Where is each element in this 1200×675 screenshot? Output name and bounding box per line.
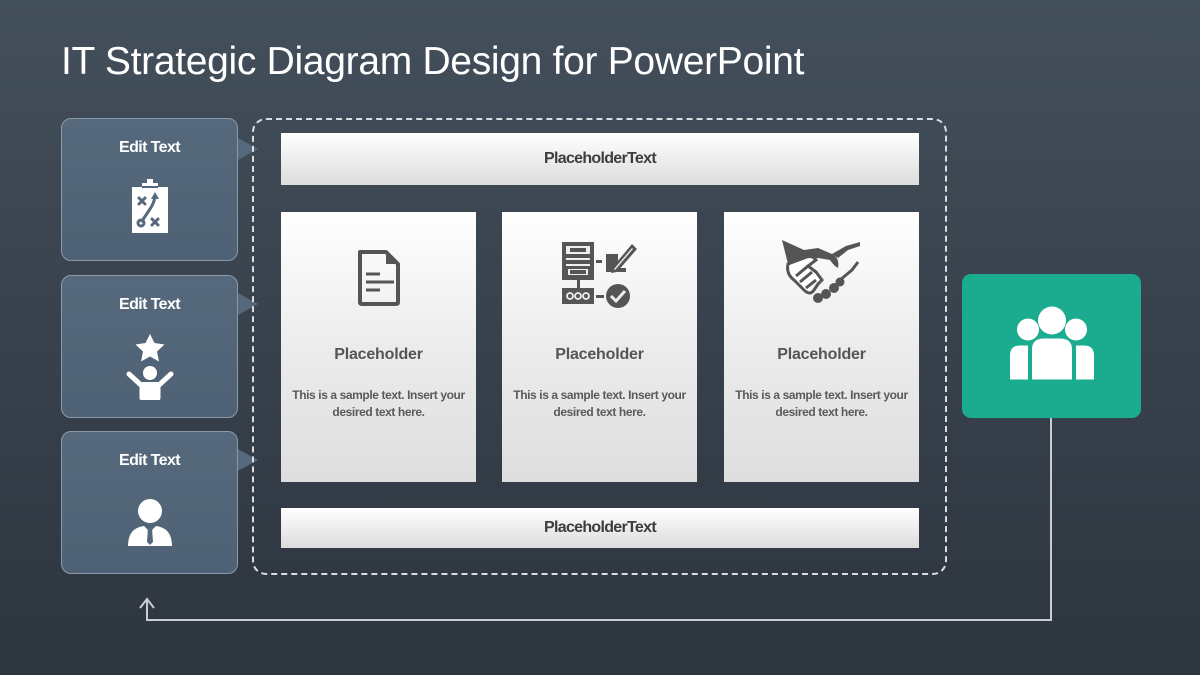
left-box-businessman[interactable]: Edit Text: [61, 431, 238, 574]
workflow-process-icon: [560, 238, 640, 319]
team-group-icon: [1008, 306, 1096, 387]
card-description[interactable]: This is a sample text. Insert your desir…: [292, 388, 465, 419]
card-title[interactable]: Placeholder: [777, 346, 866, 363]
slide-title[interactable]: IT Strategic Diagram Design for PowerPoi…: [61, 40, 805, 83]
left-box-strategy[interactable]: Edit Text: [61, 118, 238, 261]
handshake-icon: [781, 240, 862, 315]
card-description[interactable]: This is a sample text. Insert your desir…: [513, 388, 686, 419]
card-document[interactable]: Placeholder This is a sample text. Inser…: [281, 212, 476, 482]
card-description[interactable]: This is a sample text. Insert your desir…: [735, 388, 908, 419]
left-box-label[interactable]: Edit Text: [119, 296, 181, 313]
card-workflow[interactable]: Placeholder This is a sample text. Inser…: [502, 212, 697, 482]
businessman-icon: [126, 498, 174, 551]
card-handshake[interactable]: Placeholder This is a sample text. Inser…: [724, 212, 919, 482]
card-title[interactable]: Placeholder: [555, 346, 644, 363]
document-icon: [356, 250, 402, 311]
team-box[interactable]: [962, 274, 1141, 418]
left-box-achievement[interactable]: Edit Text: [61, 275, 238, 418]
card-title[interactable]: Placeholder: [334, 346, 423, 363]
left-box-label[interactable]: Edit Text: [119, 452, 181, 469]
strategy-clipboard-icon: [130, 179, 170, 240]
top-placeholder-bar[interactable]: PlaceholderText: [281, 133, 919, 185]
left-box-label[interactable]: Edit Text: [119, 139, 181, 156]
bottom-placeholder-bar[interactable]: PlaceholderText: [281, 508, 919, 548]
achievement-star-person-icon: [125, 334, 175, 405]
